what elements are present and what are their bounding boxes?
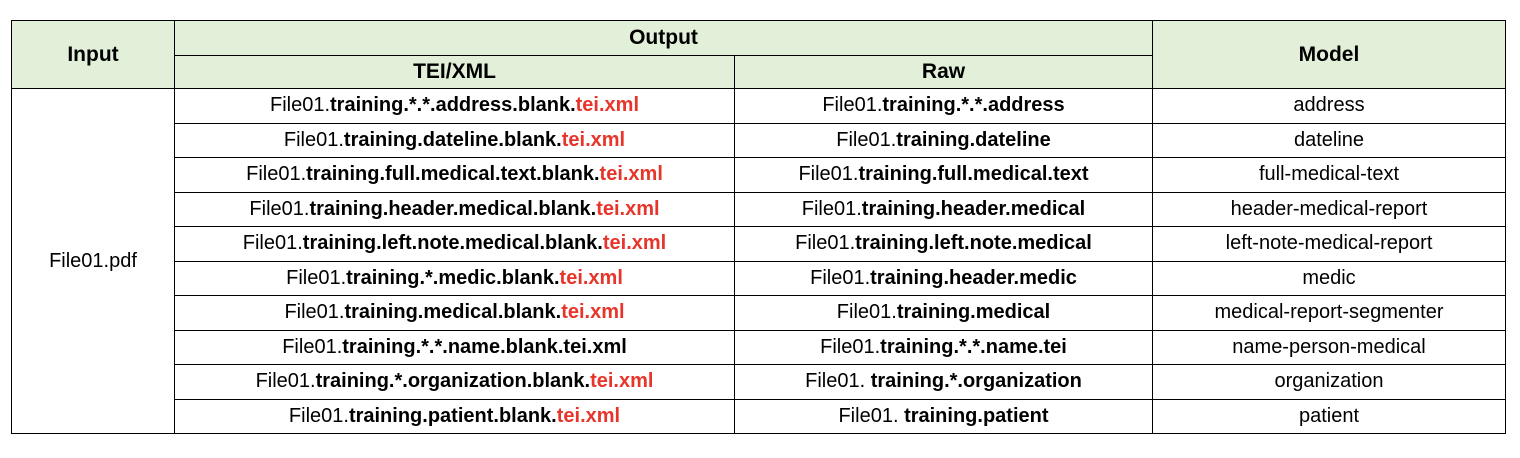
filename-stem: training.medical.blank. xyxy=(344,301,562,324)
header-tei-xml: TEI/XML xyxy=(174,55,735,89)
header-input: Input xyxy=(11,20,175,89)
filename-stem: training.*.*.address xyxy=(882,94,1065,117)
filename-prefix: File01. xyxy=(283,128,344,151)
model-name-cell: name-person-medical xyxy=(1152,329,1506,365)
filename-stem: training.header.medical xyxy=(861,197,1086,220)
filename-stem: training.left.note.medical xyxy=(855,232,1092,255)
filename-prefix: File01. xyxy=(838,404,905,427)
tei-xml-filename-cell: File01.training.full.medical.text.blank.… xyxy=(174,157,735,193)
filename-prefix: File01. xyxy=(282,335,343,358)
filename-stem: training.patient xyxy=(904,404,1049,427)
filename-extension: tei.xml xyxy=(602,232,667,255)
filename-prefix: File01. xyxy=(246,163,307,186)
tei-xml-filename-cell: File01.training.*.*.name.blank.tei.xml xyxy=(174,329,735,365)
filename-extension: tei.xml xyxy=(590,370,654,393)
filename-stem: training.dateline.blank. xyxy=(343,128,562,151)
filename-prefix: File01. xyxy=(822,94,883,117)
filename-prefix: File01. xyxy=(810,266,871,289)
filename-stem: training.full.medical.text xyxy=(858,163,1089,186)
input-file-cell: File01.pdf xyxy=(11,88,175,434)
filename-prefix: File01. xyxy=(284,301,345,324)
model-name-cell: medical-report-segmenter xyxy=(1152,295,1506,331)
tei-xml-filename-cell: File01.training.header.medical.blank.tei… xyxy=(174,191,735,227)
filename-extension: tei.xml xyxy=(556,404,621,427)
filename-extension: tei.xml xyxy=(563,335,627,358)
filename-stem: training.*.medic.blank. xyxy=(346,266,560,289)
filename-stem: training.left.note.medical.blank. xyxy=(302,232,603,255)
tei-xml-filename-cell: File01.training.*.*.address.blank.tei.xm… xyxy=(174,88,735,124)
raw-filename-cell: File01.training.header.medic xyxy=(734,260,1153,296)
filename-prefix: File01. xyxy=(836,301,897,324)
raw-filename-cell: File01.training.header.medical xyxy=(734,191,1153,227)
filename-prefix: File01. xyxy=(269,94,331,117)
tei-xml-filename-cell: File01.training.left.note.medical.blank.… xyxy=(174,226,735,262)
header-output: Output xyxy=(174,20,1153,56)
filename-extension: tei.xml xyxy=(559,266,623,289)
filename-stem: training.*.*.address.blank. xyxy=(330,94,576,117)
model-name-cell: medic xyxy=(1152,260,1506,296)
model-name-cell: patient xyxy=(1152,398,1506,434)
table-row: File01.training.header.medical.blank.tei… xyxy=(12,191,1506,227)
model-name-cell: organization xyxy=(1152,364,1506,400)
raw-filename-cell: File01.training.*.*.name.tei xyxy=(734,329,1153,365)
filename-prefix: File01. xyxy=(836,128,897,151)
filename-stem: training.header.medic xyxy=(870,266,1077,289)
filename-prefix: File01. xyxy=(255,370,316,393)
table-row: File01.training.left.note.medical.blank.… xyxy=(12,226,1506,262)
filename-prefix: File01. xyxy=(795,232,856,255)
model-name-cell: address xyxy=(1152,88,1506,124)
raw-filename-cell: File01. training.patient xyxy=(734,398,1153,434)
filename-prefix: File01. xyxy=(249,197,310,220)
tei-xml-filename-cell: File01.training.dateline.blank.tei.xml xyxy=(174,122,735,158)
filename-stem: training.*.*.name.blank. xyxy=(342,335,564,358)
filename-prefix: File01. xyxy=(798,163,859,186)
raw-filename-cell: File01.training.dateline xyxy=(734,122,1153,158)
table-row: File01.training.*.organization.blank.tei… xyxy=(12,364,1506,400)
filename-stem: training.patient.blank. xyxy=(348,404,557,427)
tei-xml-filename-cell: File01.training.medical.blank.tei.xml xyxy=(174,295,735,331)
filename-extension: tei.xml xyxy=(561,128,626,151)
raw-filename-cell: File01.training.full.medical.text xyxy=(734,157,1153,193)
filename-stem: training.*.*.name.tei xyxy=(880,335,1067,358)
raw-filename-cell: File01. training.*.organization xyxy=(734,364,1153,400)
header-raw: Raw xyxy=(734,55,1153,89)
raw-filename-cell: File01.training.left.note.medical xyxy=(734,226,1153,262)
raw-filename-cell: File01.training.medical xyxy=(734,295,1153,331)
header-model: Model xyxy=(1152,20,1506,89)
filename-prefix: File01. xyxy=(801,197,862,220)
filename-stem: training.*.organization xyxy=(870,370,1082,393)
model-name-cell: full-medical-text xyxy=(1152,157,1506,193)
model-name-cell: header-medical-report xyxy=(1152,191,1506,227)
tei-xml-filename-cell: File01.training.*.medic.blank.tei.xml xyxy=(174,260,735,296)
raw-filename-cell: File01.training.*.*.address xyxy=(734,88,1153,124)
model-name-cell: dateline xyxy=(1152,122,1506,158)
filename-prefix: File01. xyxy=(805,370,871,393)
filename-prefix: File01. xyxy=(288,404,349,427)
filename-extension: tei.xml xyxy=(599,163,663,186)
filename-extension: tei.xml xyxy=(575,94,639,117)
filename-prefix: File01. xyxy=(242,232,303,255)
filename-stem: training.header.medical.blank. xyxy=(309,197,597,220)
table-row: File01.training.full.medical.text.blank.… xyxy=(12,157,1506,193)
training-files-table: Input Output Model TEI/XML Raw File01.pd… xyxy=(11,20,1506,434)
tei-xml-filename-cell: File01.training.patient.blank.tei.xml xyxy=(174,398,735,434)
filename-stem: training.dateline xyxy=(896,128,1051,151)
filename-prefix: File01. xyxy=(286,266,347,289)
filename-stem: training.medical xyxy=(896,301,1051,324)
filename-stem: training.*.organization.blank. xyxy=(315,370,591,393)
filename-extension: tei.xml xyxy=(561,301,625,324)
tei-xml-filename-cell: File01.training.*.organization.blank.tei… xyxy=(174,364,735,400)
filename-stem: training.full.medical.text.blank. xyxy=(306,163,600,186)
filename-prefix: File01. xyxy=(820,335,881,358)
filename-extension: tei.xml xyxy=(596,197,660,220)
model-name-cell: left-note-medical-report xyxy=(1152,226,1506,262)
